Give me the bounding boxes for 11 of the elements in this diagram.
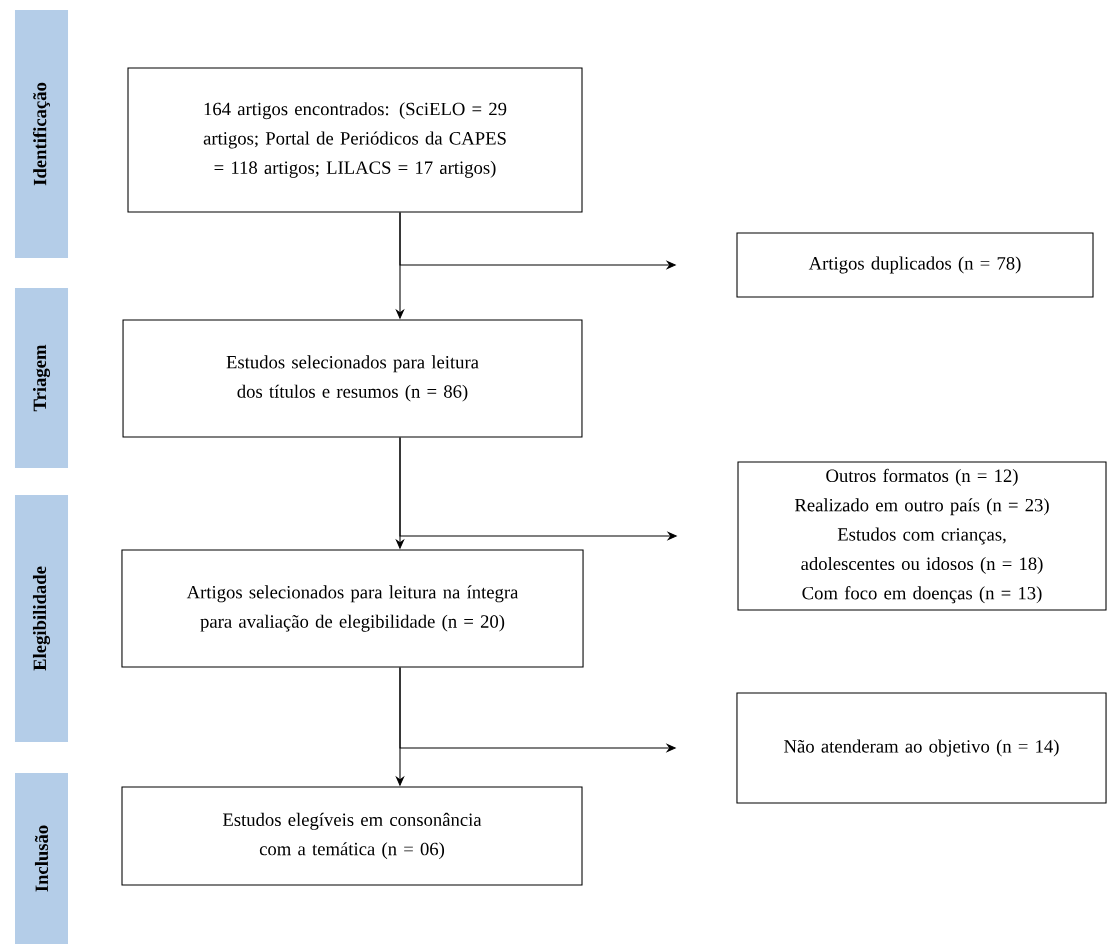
process-box: Estudos selecionados para leitura dos títulos e resumos (n = 86) [122,319,583,438]
process-box: 164 artigos encontrados: (SciELO = 29 artigos; Portal de Periódicos da CAPES = 118 artigos; LILACS = 17 artigos) [127,67,583,213]
process-box: Artigos selecionados para leitura na íntegra para avaliação de elegibilidade (n = 20) [121,549,584,668]
stage-band: Elegibilidade [14,495,69,742]
stage-band: Identificação [14,10,69,258]
stage-band: Triagem [14,288,69,468]
process-box: Artigos duplicados (n = 78) [736,232,1094,298]
process-box: Outros formatos (n = 12) Realizado em outro país (n = 23) Estudos com crianças, adolescentes ou idosos (n = 18) Com foco em doenças (n = 13) [737,461,1107,611]
process-box: Não atenderam ao objetivo (n = 14) [736,692,1107,804]
process-box: Estudos elegíveis em consonância com a temática (n = 06) [121,786,583,886]
stage-band: Inclusão [14,773,69,944]
